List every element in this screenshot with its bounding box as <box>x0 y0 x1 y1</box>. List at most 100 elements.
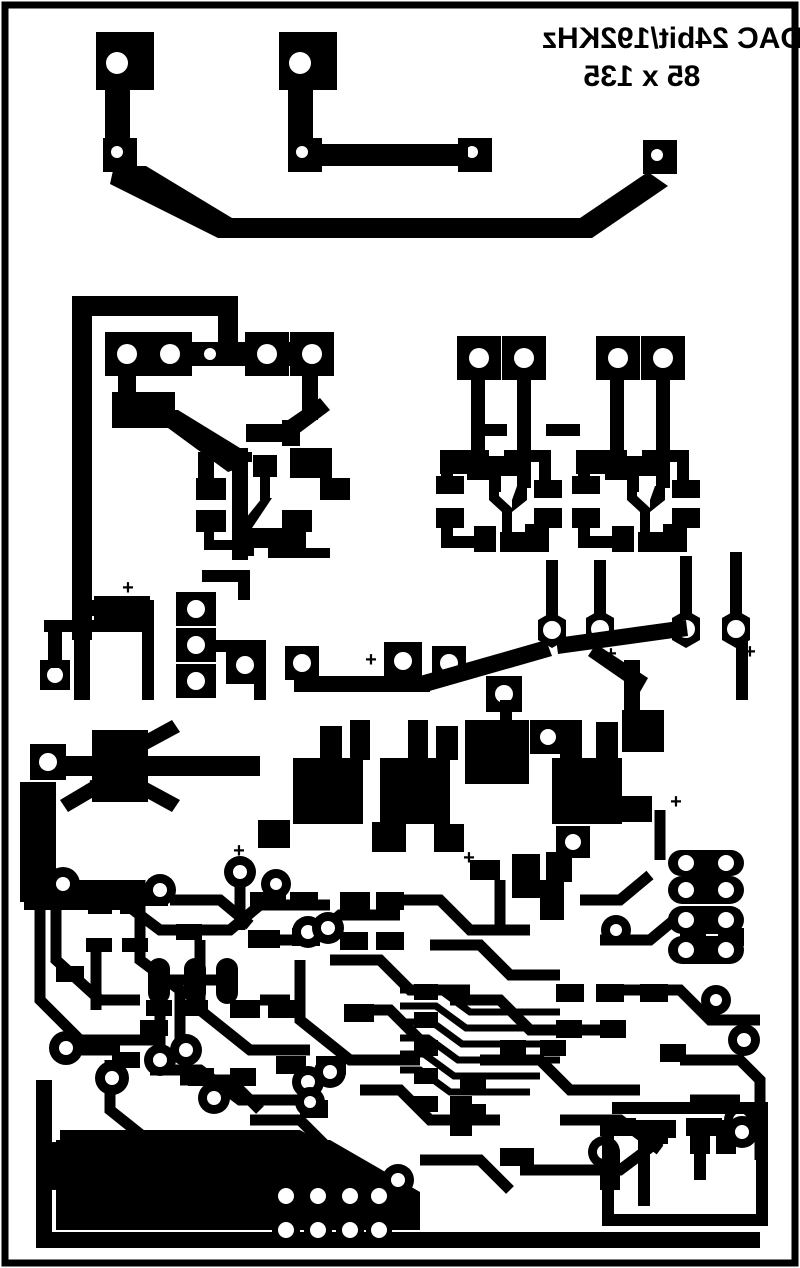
ch-r-pad10 <box>663 524 687 552</box>
via-v2 <box>49 1031 83 1065</box>
t-a9 <box>268 548 330 558</box>
reg-pad-small-4 <box>512 854 540 898</box>
silk-title: DAC 24bit/192KHz <box>542 22 800 55</box>
ch-r-pad7 <box>672 508 700 528</box>
smd-53 <box>344 1004 374 1022</box>
plus-marker-7: + <box>463 847 475 869</box>
t-p8 <box>594 560 606 614</box>
smd-7 <box>176 924 202 940</box>
ch-l-t6 <box>441 536 481 548</box>
hdr24-hole-1 <box>678 882 694 898</box>
via-tl-hole <box>111 146 123 158</box>
silk-dimensions: 85 x 135 <box>584 60 701 93</box>
smd-25 <box>414 1068 438 1084</box>
input-header-section <box>105 332 350 560</box>
top-connector-section <box>96 32 677 238</box>
hdr23-hole-6 <box>342 1222 358 1238</box>
via-v5 <box>170 1034 202 1066</box>
hdr24-hole-3 <box>678 912 694 928</box>
via-p3-hole <box>293 654 311 672</box>
smd-9 <box>182 1000 208 1016</box>
t-p9 <box>680 556 692 614</box>
ch-r-t6 <box>578 536 618 548</box>
rca-trace-2 <box>517 378 531 488</box>
trace-hdr-1a <box>118 392 175 410</box>
finger-pad-2 <box>73 1142 91 1190</box>
header-pad-5-hole <box>302 344 322 364</box>
trace-top-main-bus <box>110 166 668 238</box>
smd-33 <box>640 984 668 1002</box>
via-tr-b-hole <box>651 149 663 161</box>
hdr23-hole-4 <box>310 1222 326 1238</box>
hdr24-hole-5 <box>678 942 694 958</box>
plus-marker-8: + <box>670 791 682 813</box>
plus-marker-3: + <box>605 643 617 665</box>
t-a7 <box>204 540 248 550</box>
rca-trace-3 <box>610 378 624 454</box>
finger-pad-3 <box>101 1142 119 1190</box>
ch-l-pad4 <box>436 476 464 494</box>
smd-16 <box>230 1000 260 1018</box>
t-p10 <box>730 552 742 614</box>
rca-pad-1-hole <box>469 348 489 368</box>
smd-48 <box>230 1068 256 1086</box>
hdr23-hole-2 <box>278 1222 294 1238</box>
smd-32 <box>596 984 624 1002</box>
via-v16 <box>728 1024 760 1056</box>
mount-pad-1-hole <box>106 52 128 74</box>
t-a8 <box>292 518 302 548</box>
ch-r-pad5 <box>672 480 700 498</box>
smd-35 <box>600 1020 626 1038</box>
rca-pad-3-hole <box>608 348 628 368</box>
hdr23-hole-3 <box>310 1188 326 1204</box>
via-v9 <box>224 856 256 888</box>
plus-marker-2: + <box>365 649 377 671</box>
t-a4 <box>238 498 272 534</box>
smd-4 <box>122 938 148 952</box>
ground-spoke-3 <box>110 720 180 766</box>
plus-marker-1: + <box>122 577 134 599</box>
reg-pad-small-2 <box>372 822 406 852</box>
smd-24 <box>414 1040 438 1056</box>
ch-r-pad8 <box>612 526 634 552</box>
smd-26 <box>414 1096 438 1112</box>
ch-l-pad5 <box>534 480 562 498</box>
finger-pad-1 <box>45 1142 63 1190</box>
regulator-pad-2 <box>380 758 450 824</box>
smd-pad-a10 <box>252 528 282 548</box>
ch-l-pad10 <box>525 524 549 552</box>
via-v17 <box>295 1087 325 1117</box>
ch-r-diag <box>627 476 650 532</box>
via-v20 <box>701 985 731 1015</box>
ch-l-t3 <box>539 450 551 488</box>
regulator-section <box>258 720 652 898</box>
smd-27 <box>460 1076 486 1092</box>
via-v8 <box>314 1056 346 1088</box>
br-pad-2 <box>686 1118 722 1136</box>
regulator-pad-3 <box>465 720 529 784</box>
via-v18 <box>261 869 291 899</box>
smd-1 <box>88 900 112 914</box>
smd-37 <box>500 1148 534 1166</box>
via-v4 <box>144 1044 176 1076</box>
t-p7 <box>546 560 558 618</box>
reg-lead-4 <box>436 726 458 760</box>
smd-34 <box>556 1020 582 1038</box>
ch-r-t2 <box>642 450 688 462</box>
via-v6 <box>198 1082 230 1114</box>
smd-17 <box>268 1000 296 1018</box>
bottom-right-pads <box>636 1116 758 1148</box>
smd-52 <box>470 860 500 880</box>
via-tr-a-hole <box>466 146 478 158</box>
smd-36 <box>660 1044 686 1062</box>
via-tm-hole <box>296 146 308 158</box>
smd-pad-a2 <box>282 420 300 446</box>
hdr24-hole-2 <box>718 882 734 898</box>
ch-l-t1 <box>441 450 453 482</box>
ch-l-pad9 <box>500 532 526 552</box>
hdr24-hole-4 <box>718 912 734 928</box>
smd-10 <box>140 1020 168 1036</box>
hdr24-hole-6 <box>718 942 734 958</box>
